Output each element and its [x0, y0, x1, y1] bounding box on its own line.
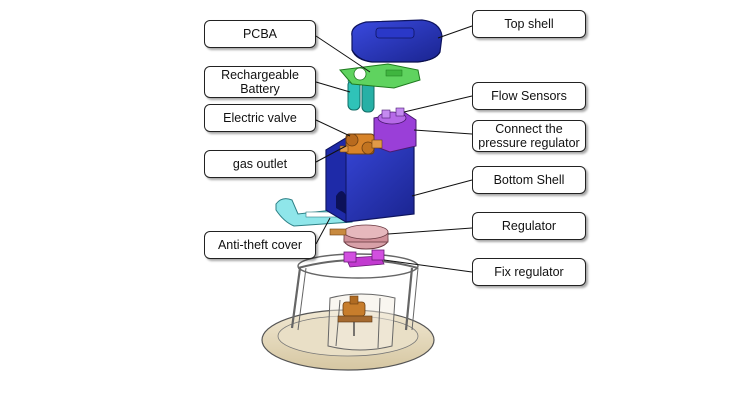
bottom-shell-label: Bottom Shell — [472, 166, 586, 194]
flow-sensor-part — [373, 107, 417, 153]
inner-valve — [337, 295, 373, 336]
bottom-shell-part — [325, 137, 415, 223]
electric-valve-part — [339, 133, 383, 155]
fix-regulator-label: Fix regulator — [472, 258, 586, 286]
pcba-part — [339, 63, 421, 89]
gas-outlet-label: gas outlet — [204, 150, 316, 178]
pcba-label: PCBA — [204, 20, 316, 48]
pressure-regulator-label: Connect the pressure regulator — [472, 120, 586, 152]
regulator-part — [329, 224, 389, 250]
battery-label: Rechargeable Battery — [204, 66, 316, 98]
anti-theft-cover-label: Anti-theft cover — [204, 231, 316, 259]
regulator-label: Regulator — [472, 212, 586, 240]
leader-lines — [315, 25, 473, 273]
top-shell-part — [351, 19, 443, 63]
fix-regulator-bracket — [343, 249, 385, 268]
flow-sensors-label: Flow Sensors — [472, 82, 586, 110]
top-shell-label: Top shell — [472, 10, 586, 38]
electric-valve-label: Electric valve — [204, 104, 316, 132]
